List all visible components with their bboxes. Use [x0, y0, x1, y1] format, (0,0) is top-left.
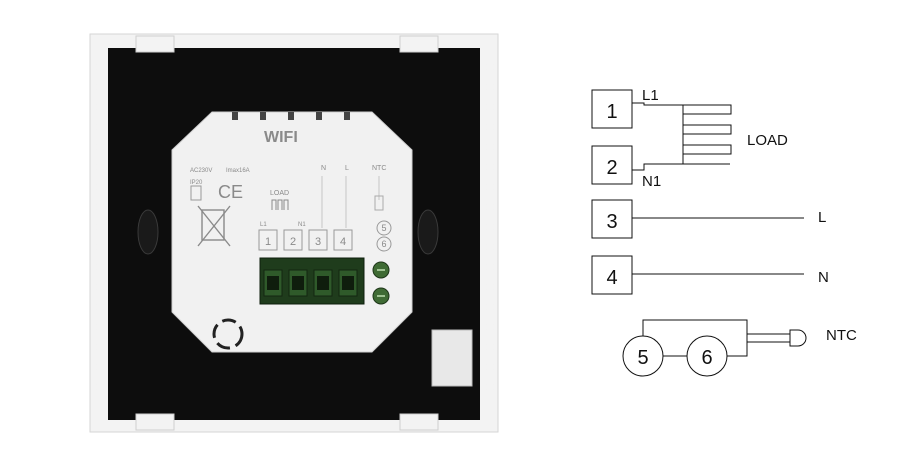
terminal-header-n: N	[321, 165, 326, 172]
rating-label: AC230V	[190, 168, 212, 174]
ntc-label: NTC	[826, 327, 857, 344]
ntc-wire	[642, 319, 748, 357]
plate-ntc-5: 5	[381, 223, 386, 233]
current-label: Imax16A	[226, 168, 250, 174]
wire-n1	[632, 163, 730, 171]
grille-slot	[96, 324, 104, 330]
plate-terminal-box	[308, 229, 328, 251]
wifi-label: WIFI	[264, 129, 298, 146]
plate-terminal-number: 3	[315, 236, 321, 248]
plate-terminal-box	[283, 229, 303, 251]
grille-slot	[486, 104, 494, 110]
grille-slot	[486, 84, 494, 90]
terminal-header-ntc: NTC	[372, 165, 386, 172]
terminal-2-tag: N1	[642, 173, 661, 190]
wire-l1	[632, 102, 730, 106]
grille-slot	[486, 204, 494, 210]
thermostat-back-photo: WIFI AC230V Imax16A IP20 CE LOAD N L NTC…	[89, 33, 499, 433]
grille-slot	[486, 164, 494, 170]
grille-slot	[96, 204, 104, 210]
grille-slot	[486, 224, 494, 230]
terminal-label-n1: N1	[298, 222, 306, 228]
grille-slot	[96, 64, 104, 70]
ntc-5-number: 5	[637, 347, 648, 369]
grille-slot	[96, 264, 104, 270]
load-label: LOAD	[747, 132, 788, 149]
plate-terminal-box	[333, 229, 353, 251]
grille-slot	[486, 324, 494, 330]
grille-slot	[486, 64, 494, 70]
terminal-2-number: 2	[606, 157, 617, 179]
grille-slot	[486, 304, 494, 310]
grille-slot	[96, 84, 104, 90]
ip20-box-icon	[190, 185, 202, 201]
grille-slot	[486, 284, 494, 290]
vent-circle-icon	[212, 318, 244, 350]
terminal-3-number: 3	[606, 211, 617, 233]
weee-bin-icon	[197, 205, 231, 247]
grille-slot	[96, 244, 104, 250]
grille-slot	[96, 224, 104, 230]
grille-slot	[96, 104, 104, 110]
grille-slot	[96, 184, 104, 190]
terminal-box-2	[591, 145, 633, 185]
load-symbol-icon	[271, 199, 289, 210]
load-element-icon	[682, 104, 732, 164]
terminal-1-tag: L1	[642, 87, 659, 104]
ntc-6-number: 6	[701, 347, 712, 369]
grille-slot	[486, 244, 494, 250]
terminal-box-1	[591, 89, 633, 129]
grille-slot	[486, 184, 494, 190]
ce-mark-icon: CE	[218, 182, 243, 202]
plate-ntc-6: 6	[381, 239, 386, 249]
terminal-3-tag: L	[818, 209, 826, 226]
plate-terminal-number: 4	[340, 236, 346, 248]
grille-slot	[486, 264, 494, 270]
ntc-terminal-5	[622, 335, 664, 377]
grille-slot	[96, 144, 104, 150]
plate-terminal-number: 1	[265, 236, 271, 248]
grille-slot	[486, 124, 494, 130]
terminal-label-l1: L1	[260, 222, 267, 228]
terminal-box-3	[591, 199, 633, 239]
plate-terminal-box	[258, 229, 278, 251]
terminal-4-tag: N	[818, 269, 829, 286]
grille-slot	[96, 304, 104, 310]
terminal-header-l: L	[345, 165, 349, 172]
terminal-module	[171, 111, 413, 353]
grille-slot	[96, 124, 104, 130]
ip-label: IP20	[190, 180, 203, 186]
grille-slot	[486, 344, 494, 350]
grille-slot	[486, 144, 494, 150]
grille-slot	[96, 284, 104, 290]
load-label-plate: LOAD	[270, 190, 289, 197]
terminal-box-4	[591, 255, 633, 295]
grille-slot	[96, 344, 104, 350]
grille-slot	[96, 384, 104, 390]
screw-terminal-block	[259, 257, 390, 305]
ntc-terminal-6	[686, 335, 728, 377]
terminal-4-number: 4	[606, 267, 617, 289]
plate-terminal-number: 2	[290, 236, 296, 248]
ntc-probe-icon	[789, 329, 807, 347]
grille-slot	[486, 364, 494, 370]
terminal-1-number: 1	[606, 101, 617, 123]
grille-slot	[486, 384, 494, 390]
grille-slot	[96, 164, 104, 170]
grille-slot	[96, 364, 104, 370]
